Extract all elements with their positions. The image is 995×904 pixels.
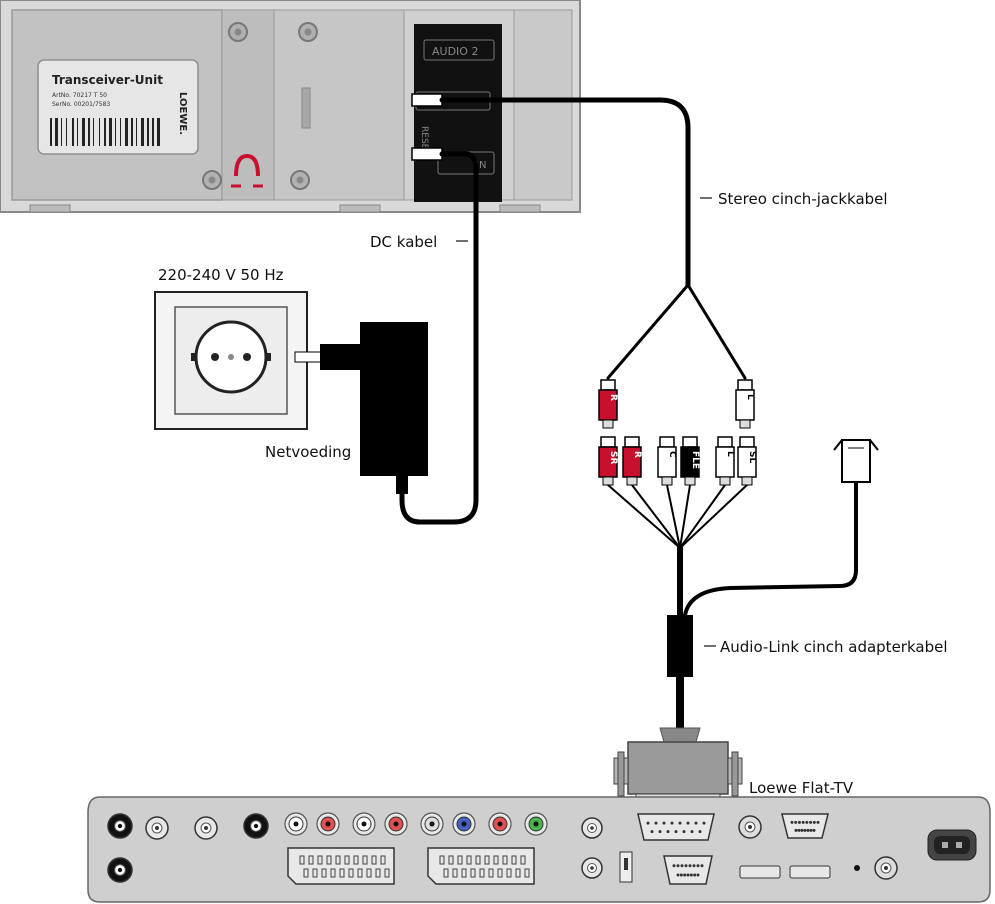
serial-socket bbox=[781, 813, 829, 839]
cinch-socket-1 bbox=[284, 812, 308, 836]
link-cable bbox=[683, 480, 858, 617]
plug-r-label: R bbox=[632, 451, 642, 458]
labels: Stereo cinch-jackkabel DC kabel 220-240 … bbox=[158, 190, 948, 797]
antenna-port-5 bbox=[107, 857, 133, 883]
hdmi-socket-1 bbox=[739, 865, 781, 879]
fan-wires bbox=[607, 484, 748, 549]
plug-c-label: C bbox=[667, 451, 677, 458]
cinch-socket-8 bbox=[524, 812, 548, 836]
port-dcin-label: IN bbox=[476, 160, 486, 171]
scart-connector bbox=[613, 727, 743, 805]
scart-socket-1 bbox=[287, 847, 395, 885]
cinch-socket-2 bbox=[316, 812, 340, 836]
plug-top-r: R bbox=[598, 379, 618, 429]
cinch-socket-4 bbox=[384, 812, 408, 836]
cables bbox=[399, 97, 858, 734]
phone-connector bbox=[833, 439, 879, 483]
transceiver-ser-no: SerNo. 00201/7583 bbox=[52, 101, 110, 108]
plug-l-label: L bbox=[725, 451, 735, 457]
plug-sr-label: SR bbox=[608, 451, 618, 464]
port-panel bbox=[414, 24, 502, 202]
stereo-cable bbox=[439, 97, 691, 288]
barcode bbox=[50, 118, 160, 146]
antenna-port-3 bbox=[194, 816, 218, 840]
stereo-branch-r bbox=[606, 283, 690, 380]
tv-ports bbox=[107, 812, 977, 885]
plug-sl: SL bbox=[737, 436, 757, 486]
dc-cable-label: DC kabel bbox=[370, 233, 437, 251]
dvi-socket bbox=[663, 855, 713, 885]
hdmi-socket-2 bbox=[789, 865, 831, 879]
adapter-body bbox=[667, 615, 693, 677]
plug-c: C bbox=[657, 436, 677, 486]
led-dot bbox=[854, 865, 860, 871]
antenna-port-4 bbox=[243, 813, 269, 839]
plug-l: L bbox=[715, 436, 735, 486]
svideo-socket bbox=[738, 815, 762, 839]
plug-sr: SR bbox=[598, 436, 618, 486]
audio-link-cable-label: Audio-Link cinch adapterkabel bbox=[720, 638, 948, 656]
power-supply-label: Netvoeding bbox=[265, 443, 351, 461]
transceiver-title: Transceiver-Unit bbox=[52, 73, 163, 87]
scart-socket-2 bbox=[427, 847, 535, 885]
dc-cable bbox=[399, 151, 479, 525]
plug-top-r-label: R bbox=[608, 394, 618, 401]
plug-fle: FLE bbox=[680, 436, 700, 486]
cinch-plugs: R L SR R C FLE L SL bbox=[598, 379, 757, 486]
plug-top-l-label: L bbox=[745, 394, 755, 400]
tv-back-panel bbox=[87, 796, 991, 903]
plug-sl-label: SL bbox=[747, 451, 757, 463]
voltage-label: 220-240 V 50 Hz bbox=[158, 266, 284, 284]
port-audio2-label: AUDIO 2 bbox=[432, 45, 478, 58]
stereo-cable-label: Stereo cinch-jackkabel bbox=[718, 190, 888, 208]
din-socket bbox=[874, 856, 898, 880]
dc-jack-plug bbox=[411, 147, 443, 161]
cinch-socket-7 bbox=[488, 812, 512, 836]
antenna-port-1 bbox=[107, 813, 133, 839]
tv-label: Loewe Flat-TV bbox=[749, 779, 854, 797]
plug-r: R bbox=[622, 436, 642, 486]
cinch-socket-3 bbox=[352, 812, 376, 836]
transceiver-unit: Transceiver-Unit ArtNo. 70217 T 50 SerNo… bbox=[0, 0, 581, 213]
plug-top-l: L bbox=[735, 379, 755, 429]
power-inlet bbox=[927, 829, 977, 861]
antenna-port-2 bbox=[145, 816, 169, 840]
audio-jack-plug bbox=[411, 93, 443, 107]
audio-socket-1 bbox=[581, 817, 603, 839]
port-reset-label: RESET bbox=[419, 126, 429, 155]
cinch-socket-5 bbox=[420, 812, 444, 836]
vga-socket bbox=[637, 813, 715, 841]
transceiver-brand: LOEWE. bbox=[177, 92, 188, 135]
stereo-branch-l bbox=[686, 283, 747, 380]
cinch-socket-6 bbox=[452, 812, 476, 836]
transceiver-art-no: ArtNo. 70217 T 50 bbox=[52, 92, 107, 99]
audio-socket-2 bbox=[581, 857, 603, 879]
plug-fle-label: FLE bbox=[690, 451, 700, 469]
wall-socket bbox=[154, 291, 308, 430]
power-supply bbox=[294, 322, 428, 494]
